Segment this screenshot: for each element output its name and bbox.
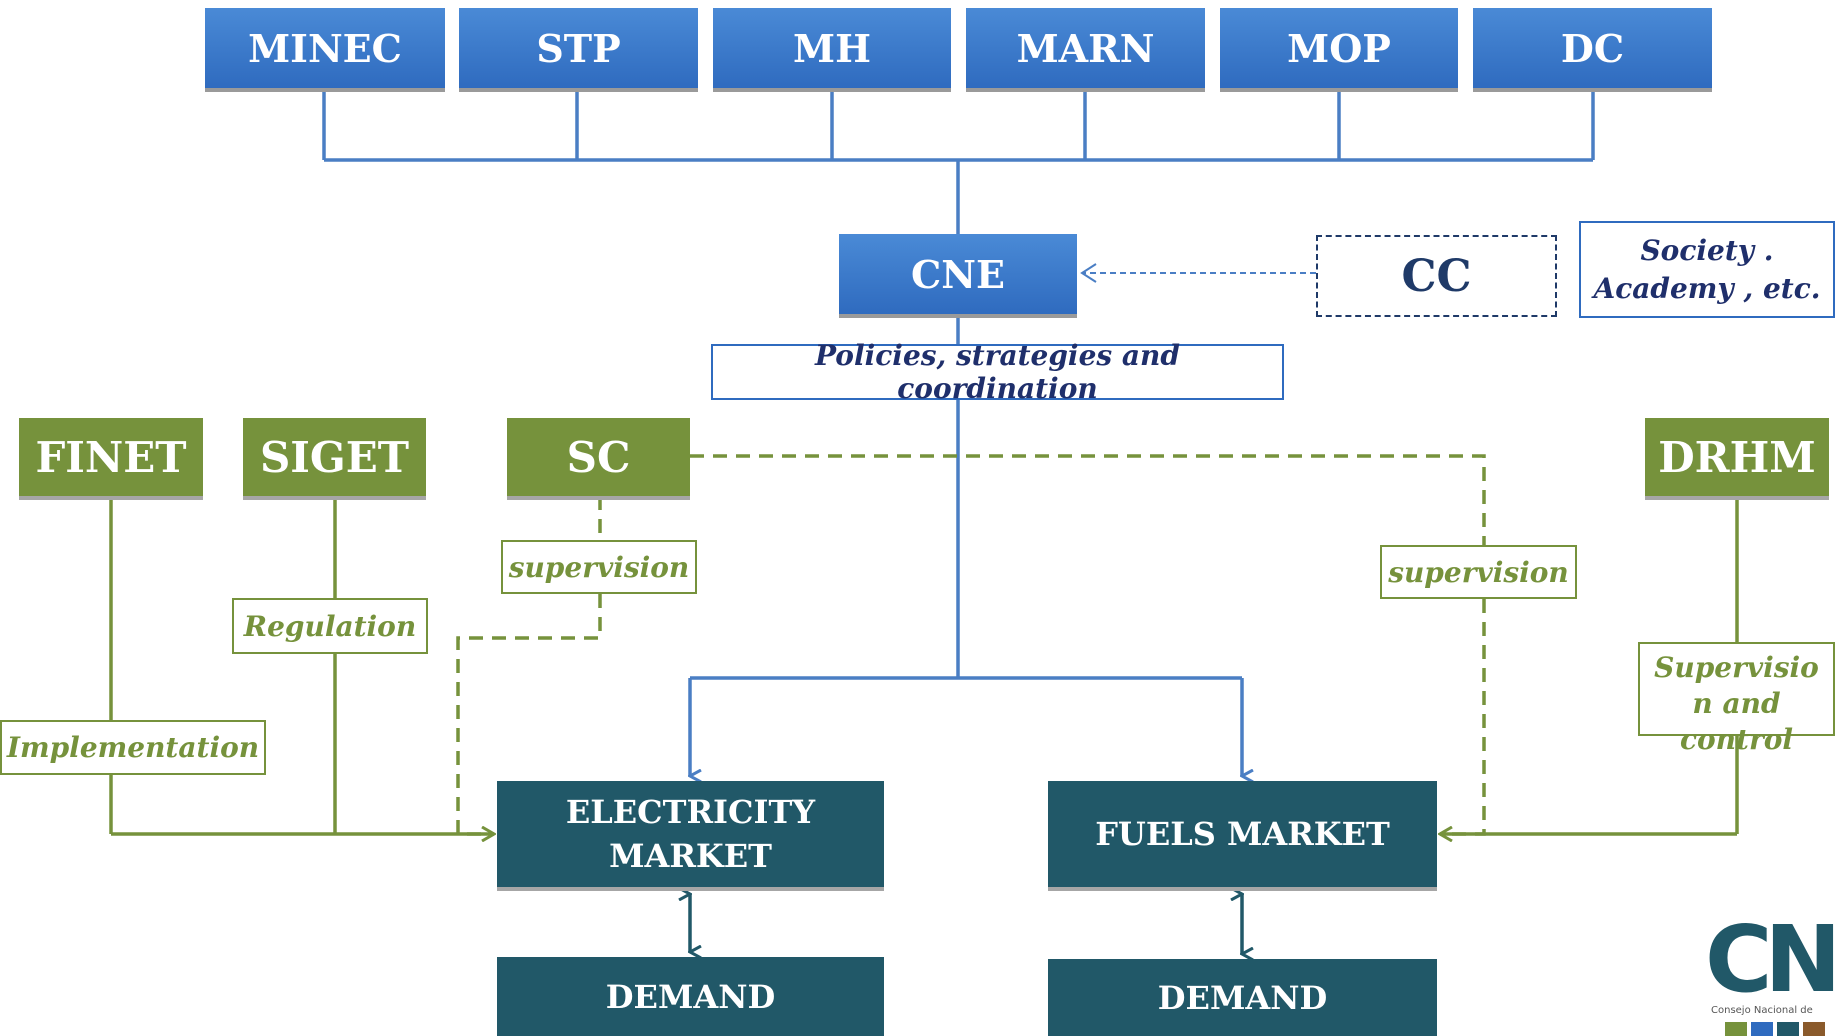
entity-marn: MARN xyxy=(966,8,1205,88)
policies-label: Policies, strategies and coordination xyxy=(711,339,1284,405)
electricity-market-line-1: ELECTRICITY xyxy=(565,793,816,831)
supervision-control-line-1: Supervisio xyxy=(1654,651,1819,684)
entity-mop: MOP xyxy=(1220,8,1458,88)
society-line-2: Academy , etc. xyxy=(1593,271,1821,305)
logo-square-1 xyxy=(1725,1022,1747,1036)
logo-text: CN xyxy=(1705,910,1841,1013)
supervision-label-left: supervision xyxy=(501,540,697,594)
entity-drhm: DRHM xyxy=(1645,418,1829,496)
cne-box: CNE xyxy=(839,234,1077,314)
electricity-market-line-2: MARKET xyxy=(609,837,772,875)
entity-stp: STP xyxy=(459,8,698,88)
demand-right-box: DEMAND xyxy=(1048,959,1437,1036)
entity-siget: SIGET xyxy=(243,418,426,496)
entity-sc: SC xyxy=(507,418,690,496)
regulation-label: Regulation xyxy=(232,598,428,654)
implementation-label: Implementation xyxy=(0,720,266,775)
supervision-label-right: supervision xyxy=(1380,545,1577,599)
society-box: Society . Academy , etc. xyxy=(1579,221,1835,318)
fuels-market-box: FUELS MARKET xyxy=(1048,781,1437,887)
electricity-market-box: ELECTRICITY MARKET xyxy=(497,781,884,887)
entity-minec: MINEC xyxy=(205,8,445,88)
demand-left-box: DEMAND xyxy=(497,957,884,1036)
society-line-1: Society . xyxy=(1640,233,1774,267)
supervision-control-line-2: n and xyxy=(1692,687,1781,720)
entity-mh: MH xyxy=(713,8,951,88)
logo-square-4 xyxy=(1803,1022,1825,1036)
logo-caption: Consejo Nacional de xyxy=(1711,1005,1813,1016)
supervision-control-label: Supervisio n and control xyxy=(1638,642,1835,756)
entity-dc: DC xyxy=(1473,8,1712,88)
cne-logo: CN Consejo Nacional de xyxy=(1705,910,1841,1036)
supervision-control-line-3: control xyxy=(1679,723,1794,756)
cc-box: CC xyxy=(1316,235,1557,317)
logo-square-2 xyxy=(1751,1022,1773,1036)
logo-square-3 xyxy=(1777,1022,1799,1036)
entity-finet: FINET xyxy=(19,418,203,496)
